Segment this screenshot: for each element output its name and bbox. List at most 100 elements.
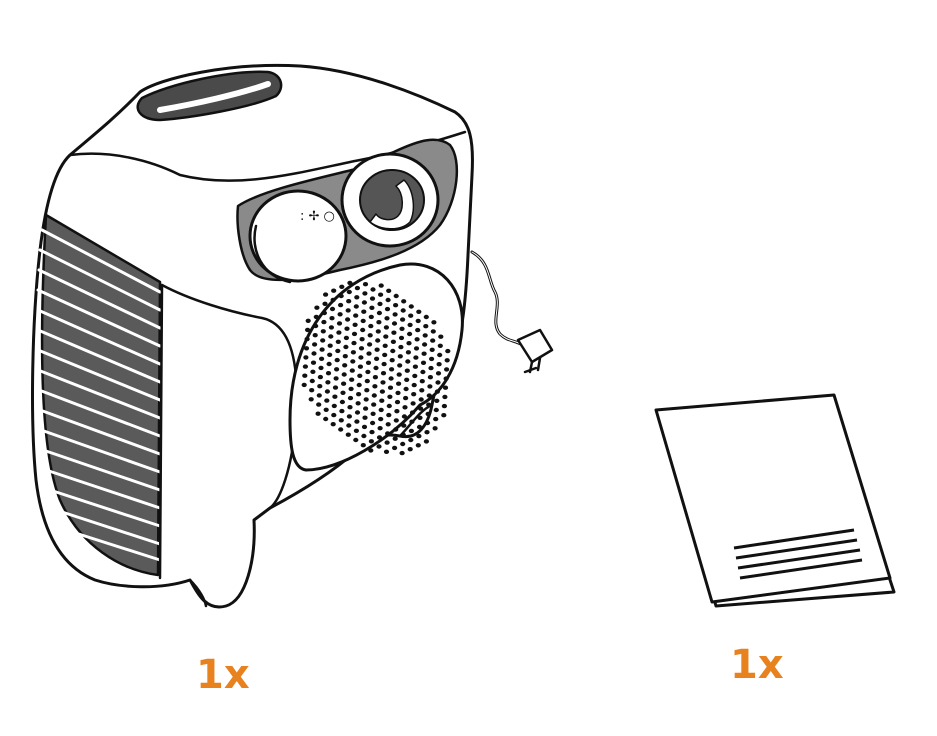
grille-hole [419,388,425,393]
grille-hole [378,416,384,422]
grille-hole [369,305,375,310]
grille-hole [354,285,360,291]
grille-hole [302,364,308,369]
grille-hole [438,334,444,339]
grille-hole [430,338,436,343]
grille-hole [392,436,398,441]
front-fan-grille [288,262,464,472]
fan-heater-illustration: : ✢ ○ [31,63,554,609]
grille-hole [302,373,308,378]
grille-hole [339,284,345,289]
grille-hole [332,394,338,399]
grille-hole [352,322,358,327]
grille-hole [394,399,401,405]
grille-hole [408,304,414,309]
grille-hole [405,350,411,355]
grille-hole [435,380,441,385]
grille-hole [433,407,439,413]
grille-hole [377,301,383,307]
grille-hole [362,415,368,420]
grille-hole [436,362,442,367]
grille-hole [343,335,349,341]
grille-hole [317,384,323,389]
grille-hole [376,435,383,440]
grille-hole [405,359,411,364]
grille-hole [301,382,307,388]
grille-hole [363,406,369,411]
grille-hole [421,351,427,356]
grille-hole [353,437,359,443]
grille-hole [372,375,378,380]
grille-hole [362,282,369,287]
grille-hole [344,326,350,331]
grille-hole [328,325,334,330]
grille-hole [326,361,332,367]
grille-hole [314,305,320,310]
grille-hole [372,384,378,389]
grille-hole [388,376,394,381]
grille-hole [407,331,413,337]
grille-hole [331,403,337,409]
grille-hole [327,343,333,348]
grille-hole [407,447,413,452]
grille-hole [380,380,386,385]
grille-hole [323,416,329,422]
grille-hole [373,365,379,371]
grille-hole [370,287,376,292]
grille-hole [346,414,352,419]
grille-hole [400,308,406,313]
grille-hole [375,329,381,334]
grille-hole [360,318,366,324]
grille-hole [386,288,392,293]
grille-hole [303,355,309,360]
power-plug-icon [516,328,554,374]
grille-hole [346,299,352,304]
grille-hole [378,292,384,297]
grille-hole [323,292,329,297]
grille-hole [406,341,412,346]
grille-hole [332,385,339,390]
grille-hole [334,357,340,363]
grille-hole [385,422,391,427]
grille-hole [338,302,344,308]
grille-hole [387,394,393,399]
grille-hole [369,296,376,301]
grille-hole [309,378,315,384]
grille-hole [385,431,391,436]
grille-hole [369,429,375,435]
grille-hole [316,402,322,407]
grille-hole [408,437,414,443]
grille-hole [424,430,430,435]
grille-hole [412,373,418,379]
grille-hole [341,381,347,386]
grille-hole [342,363,348,368]
grille-hole [379,398,385,403]
grille-hole [429,347,435,352]
grille-hole [423,314,429,320]
grille-hole [329,306,336,312]
grille-hole [319,356,325,361]
grille-hole [408,313,414,318]
grille-hole [396,381,402,386]
grille-hole [411,392,417,397]
grille-hole [410,401,416,406]
grille-hole [399,326,405,331]
grille-hole [357,373,363,378]
grille-hole [437,343,443,348]
grille-hole [335,348,341,354]
grille-hole [334,367,340,372]
grille-hole [342,354,348,359]
grille-hole [345,308,351,313]
grille-hole [315,411,321,416]
grille-hole [347,405,353,410]
grille-hole [324,389,330,394]
grille-hole [374,347,380,352]
grille-hole [354,419,360,424]
grille-hole [338,293,344,299]
grille-hole [345,432,351,437]
grille-hole [320,338,326,343]
grille-hole [371,393,377,398]
grille-hole [318,365,324,371]
grille-hole [434,389,440,394]
grille-hole [379,389,385,394]
